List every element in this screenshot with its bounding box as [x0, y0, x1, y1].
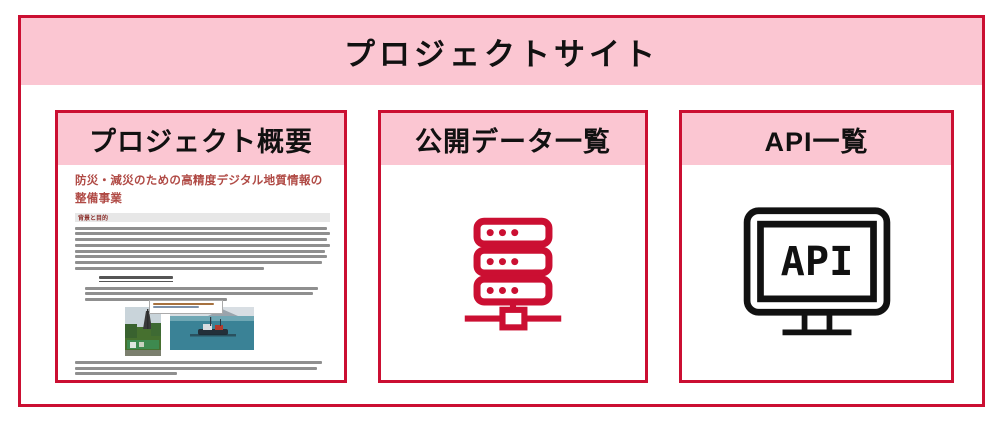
page-title: プロジェクトサイト [344, 37, 659, 72]
card-api-list-header: API一覧 [682, 113, 951, 165]
monitor-icon: API [743, 206, 890, 335]
photo-drilling-rig [125, 306, 161, 356]
page-title-band: プロジェクトサイト [21, 18, 982, 85]
card-project-overview-header: プロジェクト概要 [58, 113, 344, 165]
document-paragraph-skeleton [85, 286, 330, 301]
document-section-heading: 背景と目的 [78, 215, 109, 222]
card-api-list-title: API一覧 [764, 126, 869, 157]
card-api-list-body: API [682, 165, 951, 380]
card-public-data-list[interactable]: 公開データ一覧 [378, 110, 648, 383]
cards-row: プロジェクト概要 防災・減災のための高精度デジタル地質情報の整備事業 背景と目的 [21, 85, 982, 383]
card-project-overview[interactable]: プロジェクト概要 防災・減災のための高精度デジタル地質情報の整備事業 背景と目的 [55, 110, 347, 383]
card-public-data-header: 公開データ一覧 [381, 113, 645, 165]
document-paragraph-skeleton [75, 226, 330, 270]
document-photos [125, 299, 330, 356]
card-api-list[interactable]: API一覧 API [679, 110, 954, 383]
document-preview: 防災・減災のための高精度デジタル地質情報の整備事業 背景と目的 [58, 165, 344, 380]
card-public-data-title: 公開データ一覧 [415, 126, 611, 157]
document-section-bar: 背景と目的 [75, 212, 330, 222]
monitor-api-label: API [780, 238, 853, 284]
card-public-data-body [381, 165, 645, 380]
project-site-panel: プロジェクトサイト プロジェクト概要 防災・減災のための高精度デジタル地質情報の… [18, 15, 985, 407]
server-icon [464, 217, 562, 330]
document-paragraph-skeleton [75, 360, 330, 376]
card-project-overview-title: プロジェクト概要 [89, 126, 313, 157]
document-title: 防災・減災のための高精度デジタル地質情報の整備事業 [75, 175, 323, 206]
document-subheading-skeleton [99, 275, 173, 282]
photo-caption-box [149, 299, 223, 314]
